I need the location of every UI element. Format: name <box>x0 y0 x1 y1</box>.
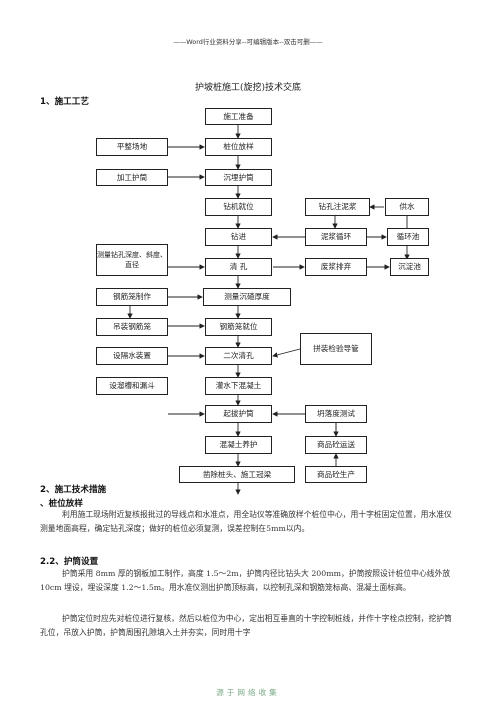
section-heading-process: 1、施工工艺 <box>40 97 89 107</box>
box-concrete-production: 商品砼生产 <box>305 466 367 483</box>
paragraph-pile-layout: 利用施工现场附近复核报批过的导线点和水准点，用全站仪等准确放样个桩位中心，用十字… <box>40 510 452 533</box>
box-hoist-cage: 吊装钢筋笼 <box>96 318 168 336</box>
box-pull-casing: 起拔护筒 <box>205 405 272 423</box>
box-clean-hole: 清 孔 <box>205 258 272 276</box>
box-concrete-transport: 商品砼运送 <box>305 436 367 454</box>
paragraph-casing-position: 护筒定位时应先对桩位进行复核，然后以桩位为中心，定出相互垂直的十字控制桩线，并作… <box>40 614 452 637</box>
subsection-pile-layout: 、桩位放样 <box>40 499 83 509</box>
box-sink-casing: 沉埋护筒 <box>205 169 272 186</box>
section-heading-measures: 2、施工技术措施 <box>40 485 107 495</box>
box-water-supply: 供水 <box>385 198 429 216</box>
box-drilling: 钻进 <box>205 228 272 246</box>
box-slump-test: 坍落度测试 <box>305 405 367 423</box>
page-header: ——Word行业资料分享--可编辑版本--双击可删—— <box>173 38 323 46</box>
box-level-site: 平整场地 <box>96 138 168 156</box>
box-mud-injection: 钻孔注泥浆 <box>305 198 370 216</box>
box-pile-position: 桩位放样 <box>205 138 272 156</box>
box-measure-sediment: 测量沉碴厚度 <box>203 288 291 306</box>
box-cage-in-place: 钢筋笼就位 <box>205 318 272 336</box>
subsection-casing: 2.2、护筒设置 <box>40 557 99 567</box>
page-footer: 源于网络收集 <box>216 688 280 697</box>
box-drain-device: 设隔水装置 <box>96 347 168 365</box>
box-rig-in-place: 钻机就位 <box>205 198 272 216</box>
box-conduit-check: 拼装检验导管 <box>300 333 372 365</box>
document-title: 护坡桩施工(旋挖)技术交底 <box>194 83 302 93</box>
box-settling-pool: 沉淀池 <box>390 258 429 276</box>
box-cycle-pool: 循环池 <box>387 228 429 246</box>
box-second-clean: 二次清孔 <box>205 347 272 365</box>
box-measure-hole: 测量钻孔深度、斜度、直径 <box>96 244 168 276</box>
box-chute-funnel: 设溜槽和漏斗 <box>96 377 168 395</box>
paragraph-casing-spec: 护筒采用 8mm 厚的钢板加工制作，高度 1.5～2m，护筒内径比钻头大 200… <box>40 569 451 592</box>
box-pour-concrete: 灌水下混凝土 <box>205 377 272 395</box>
box-waste-discharge: 废浆排弃 <box>305 258 367 276</box>
box-mud-cycle: 泥浆循环 <box>305 228 367 246</box>
box-make-casing: 加工护筒 <box>96 169 168 186</box>
box-final-step: 凿除桩头、施工冠梁 <box>179 466 295 483</box>
box-concrete-curing: 混凝土养护 <box>205 436 272 454</box>
box-cage-fabrication: 钢筋笼制作 <box>96 288 168 306</box>
box-prep: 施工准备 <box>205 108 272 125</box>
